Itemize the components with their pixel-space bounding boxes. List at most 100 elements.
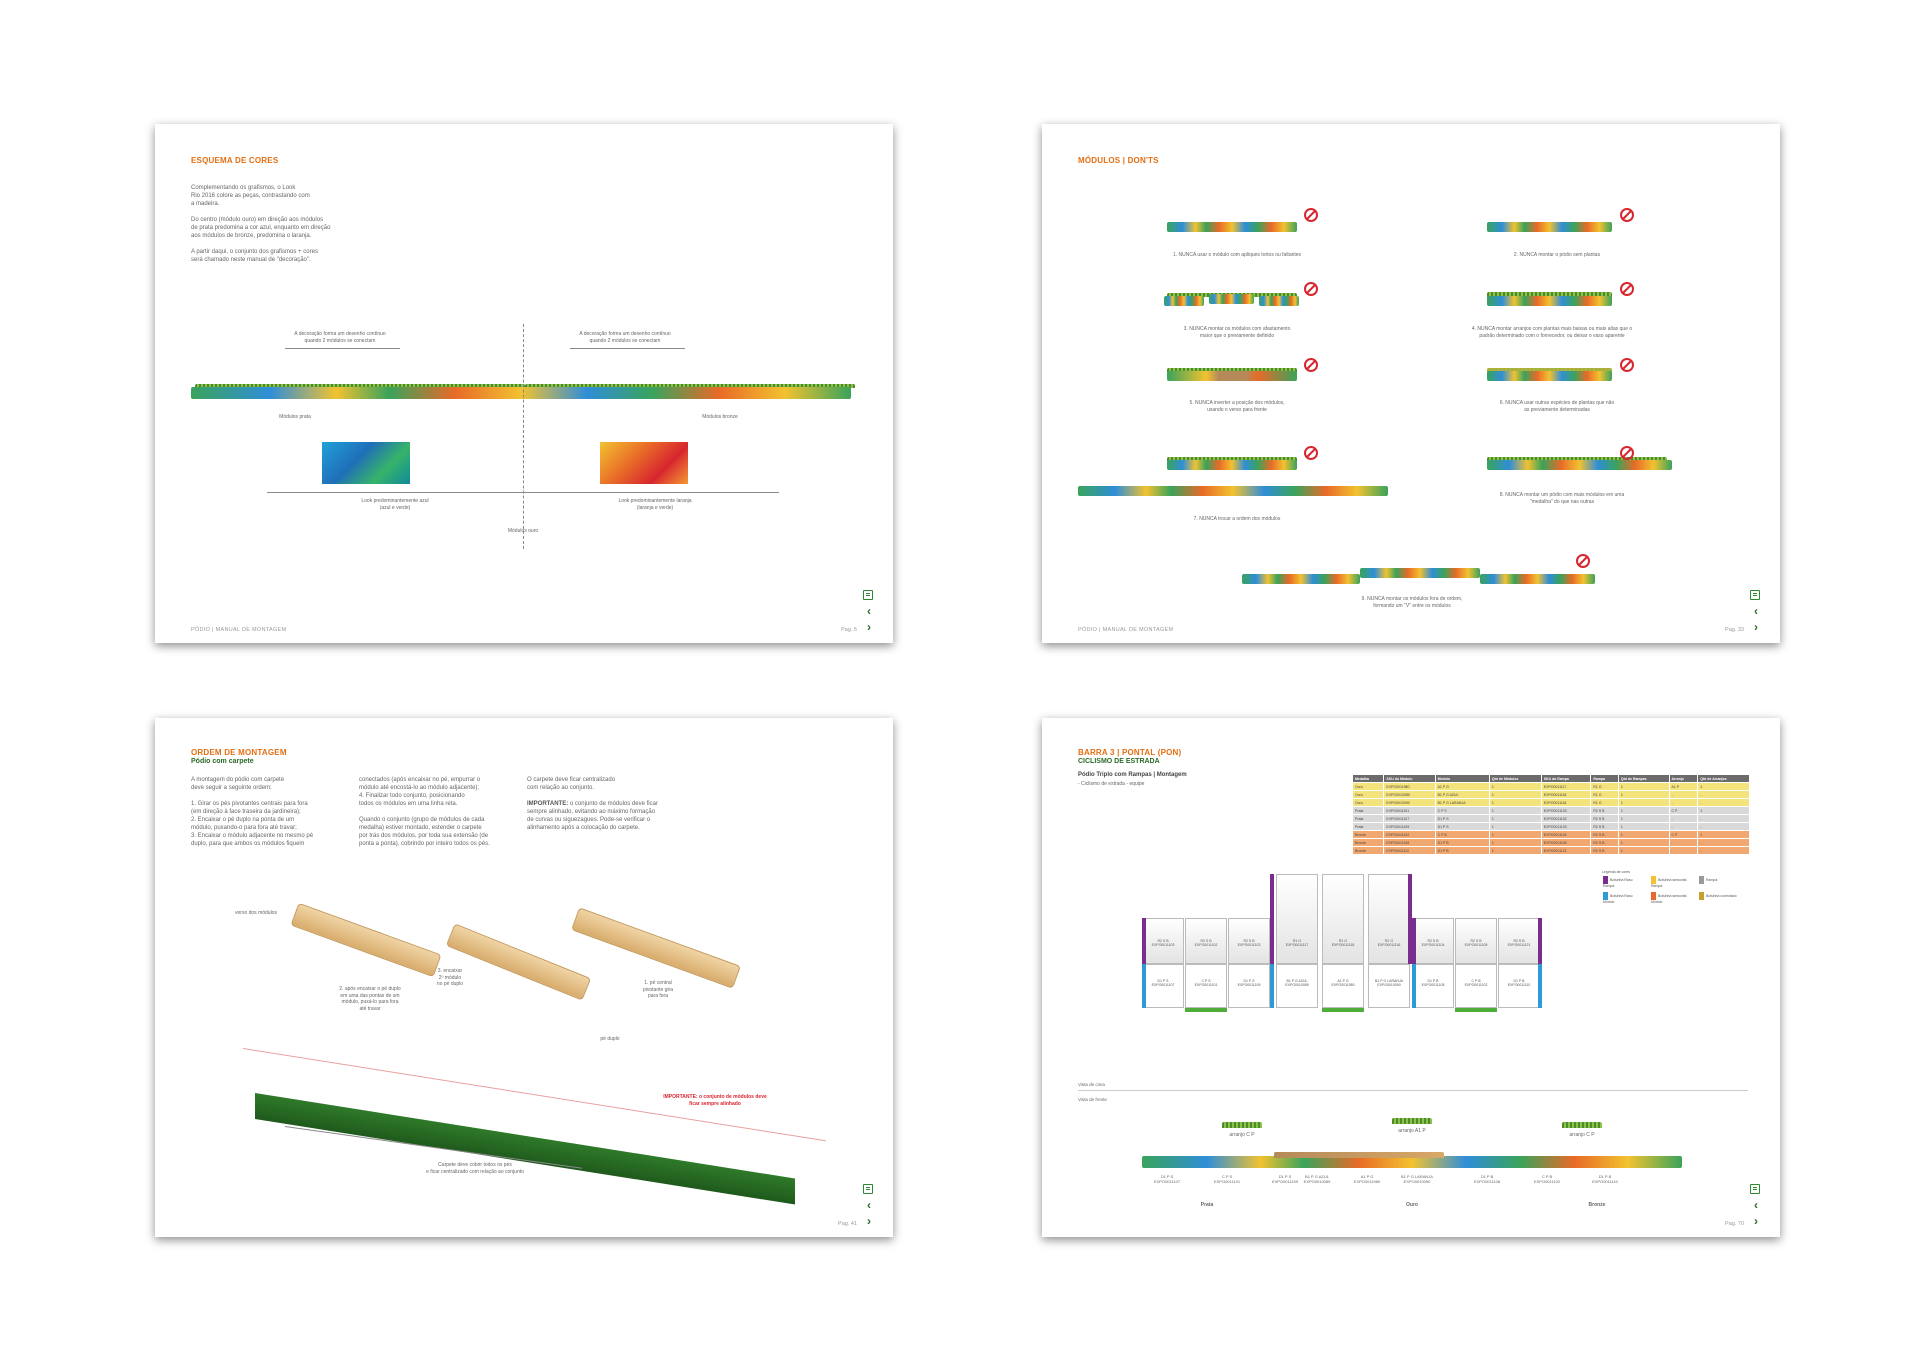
- page-number: Pag. 70: [1725, 1221, 1744, 1227]
- index-icon[interactable]: [863, 1184, 873, 1194]
- next-page-icon[interactable]: ›: [1754, 1214, 1758, 1228]
- table-cell: EXPO0010089: [1383, 790, 1436, 799]
- table-cell: EXPO0011118: [1540, 790, 1592, 799]
- page-title: MÓDULOS | DON'TS: [1078, 156, 1159, 165]
- table-cell: 1: [1488, 814, 1542, 823]
- divider: [1078, 1090, 1748, 1091]
- index-icon[interactable]: [1750, 590, 1760, 600]
- edge-marker: [1270, 874, 1274, 964]
- legend-title: Legenda de cores: [1602, 870, 1631, 874]
- grass-strip-right: [525, 384, 855, 388]
- table-cell: Bronze: [1351, 846, 1385, 855]
- dont-7-strip-top: [1167, 460, 1297, 470]
- table-cell: 1: [1488, 806, 1542, 815]
- label-arranjo-mid: arranjo A1 P: [1398, 1128, 1426, 1134]
- legend-label: Bolsinha sensorial Módulo: [1651, 893, 1687, 904]
- table-cell: 1: [1617, 830, 1670, 839]
- next-page-icon[interactable]: ›: [867, 620, 871, 634]
- legend-label: Bolsinha Raso Módulo: [1603, 893, 1633, 904]
- label-look-orange: Look predominantemente laranja (laranja …: [618, 498, 692, 511]
- label-look-blue: Look predominantemente azul (azul e verd…: [361, 498, 429, 511]
- edge-marker: [1412, 964, 1416, 1008]
- legend-swatch: [1699, 892, 1704, 900]
- front-label: D1 P B EXPO0011110: [1592, 1174, 1618, 1184]
- table-cell: EXPO0011110: [1383, 846, 1436, 855]
- table-cell: D1 P B: [1434, 838, 1490, 847]
- carpet-note: Carpete deve cobrir todos os pés e ficar…: [426, 1162, 524, 1175]
- no-icon: [1304, 358, 1318, 372]
- table-cell: 1: [1488, 790, 1542, 799]
- label-step2: 2. após encaixar o pé duplo em uma das p…: [339, 986, 401, 1012]
- next-page-icon[interactable]: ›: [1754, 620, 1758, 634]
- ramp-box: R2 S B EXPO0011121: [1498, 918, 1540, 964]
- prev-page-icon[interactable]: ‹: [867, 604, 871, 618]
- legend-swatch: [1699, 876, 1704, 884]
- table-cell: -: [1697, 798, 1750, 807]
- table-cell: Prata: [1351, 814, 1385, 823]
- front-view-wood: [1274, 1152, 1444, 1158]
- no-icon: [1304, 208, 1318, 222]
- table-header-cell: Módulo: [1434, 774, 1490, 783]
- no-icon: [1620, 446, 1634, 460]
- arrangement-cp-left: [1222, 1122, 1262, 1128]
- dont-8-strip: [1487, 460, 1672, 470]
- front-label: B1 P G AZUL EXPO0010089: [1303, 1174, 1331, 1184]
- prev-page-icon[interactable]: ‹: [1754, 604, 1758, 618]
- podium-decoration-strip: [191, 387, 851, 399]
- ramp-box: R2 S B EXPO0011103: [1142, 918, 1184, 964]
- index-icon[interactable]: [1750, 1184, 1760, 1194]
- table-cell: -: [1697, 814, 1750, 823]
- table-cell: -: [1697, 822, 1750, 831]
- table-cell: 1: [1697, 806, 1750, 815]
- dont-caption-2: 2. NUNCA montar o pódio sem plantas: [1513, 252, 1601, 258]
- dont-3-strip-c: [1259, 296, 1299, 306]
- table-header-cell: SKU do Módulo: [1383, 774, 1436, 783]
- page-title: ORDEM DE MONTAGEM: [191, 748, 287, 757]
- table-header-cell: SKU da Rampa: [1540, 774, 1592, 783]
- table-cell: EXPO0011101: [1383, 806, 1436, 815]
- table-cell: R1 G: [1590, 782, 1619, 791]
- ramp-box: R2 S B EXPO0011104: [1412, 918, 1454, 964]
- module-box: B1 P G AZUL EXPO0010089: [1276, 964, 1318, 1008]
- table-cell: Ouro: [1351, 798, 1385, 807]
- text-col-2: conectados (após encaixar no pé, empurra…: [359, 777, 490, 847]
- table-cell: R2 S B: [1590, 806, 1619, 815]
- dont-7-strip-bottom: [1078, 486, 1388, 496]
- module-box: D1 P S EXPO0011109: [1228, 964, 1270, 1008]
- table-cell: Ouro: [1351, 790, 1385, 799]
- ramp-box: R2 S B EXPO0011103: [1228, 918, 1270, 964]
- front-label: A1 P G EXPO0011980: [1353, 1174, 1381, 1184]
- swatch-orange: [600, 442, 688, 484]
- front-label: B1 P G LARANJA EXPO0010090: [1401, 1174, 1433, 1184]
- page-number: Pag. 41: [838, 1221, 857, 1227]
- table-cell: EXPO0011107: [1383, 814, 1436, 823]
- arrangement-marker: [1455, 1008, 1497, 1012]
- page-title: BARRA 3 | PONTAL (PON): [1078, 748, 1182, 757]
- table-cell: EXPO0011105: [1540, 838, 1592, 847]
- table-cell: A1 P: [1668, 782, 1699, 791]
- page-nav: ‹ ›: [863, 1184, 875, 1231]
- dont-caption-9: 9. NUNCA montar os módulos fora de ordem…: [1361, 596, 1463, 609]
- table-cell: R2 S B: [1590, 838, 1619, 847]
- note-left: A decoração forma um desenho contínuo qu…: [294, 331, 386, 344]
- table-header-cell: Rampa: [1590, 774, 1619, 783]
- label-modulos-bronze: Módulos bronze: [702, 414, 738, 420]
- group-bronze: Bronze: [1588, 1202, 1606, 1208]
- arrangement-cp-right: [1562, 1122, 1602, 1128]
- label-modulos-prata: Módulos prata: [279, 414, 311, 420]
- index-icon[interactable]: [863, 590, 873, 600]
- front-label: D1 P B EXPO0011108: [1473, 1174, 1501, 1184]
- prev-page-icon[interactable]: ‹: [867, 1198, 871, 1212]
- next-page-icon[interactable]: ›: [867, 1214, 871, 1228]
- table-cell: -: [1668, 838, 1699, 847]
- dont-caption-1: 1. NUNCA usar o módulo com apliques tort…: [1172, 252, 1302, 258]
- table-cell: D1 P B: [1434, 846, 1490, 855]
- prev-page-icon[interactable]: ‹: [1754, 1198, 1758, 1212]
- table-cell: EXPO0011102: [1540, 814, 1592, 823]
